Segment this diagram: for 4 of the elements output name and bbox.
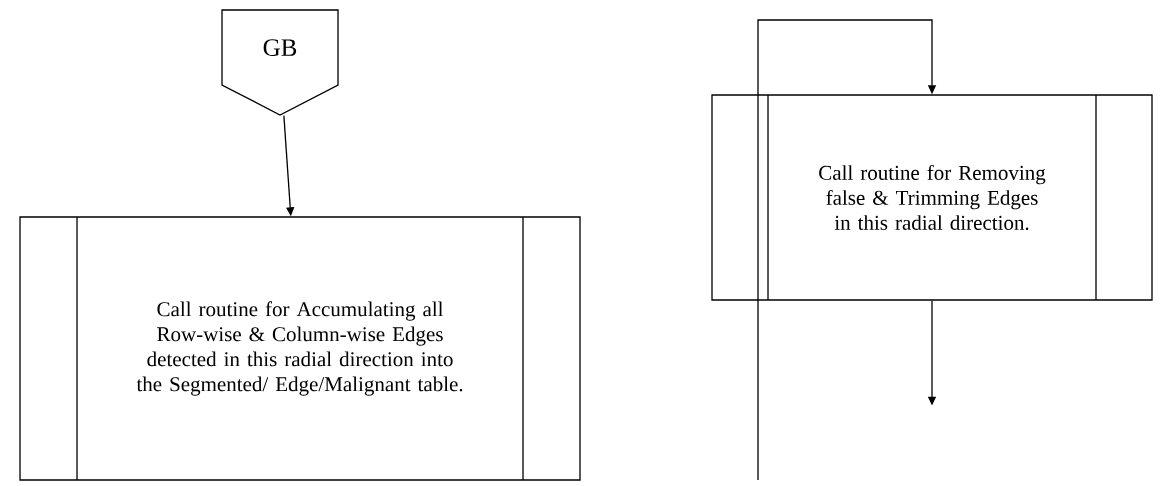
predefined-process-box: Call routine for Accumulating all Row-wise & Column-wise Edges detected in this radial direction into the Segmented/ Edge/Malignant table.: [19, 216, 581, 481]
off-page-connector: GB: [221, 9, 339, 116]
arrow: [757, 19, 937, 481]
predefined-process-box: Call routine for Removing false & Trimming Edges in this radial direction.: [711, 94, 1153, 301]
